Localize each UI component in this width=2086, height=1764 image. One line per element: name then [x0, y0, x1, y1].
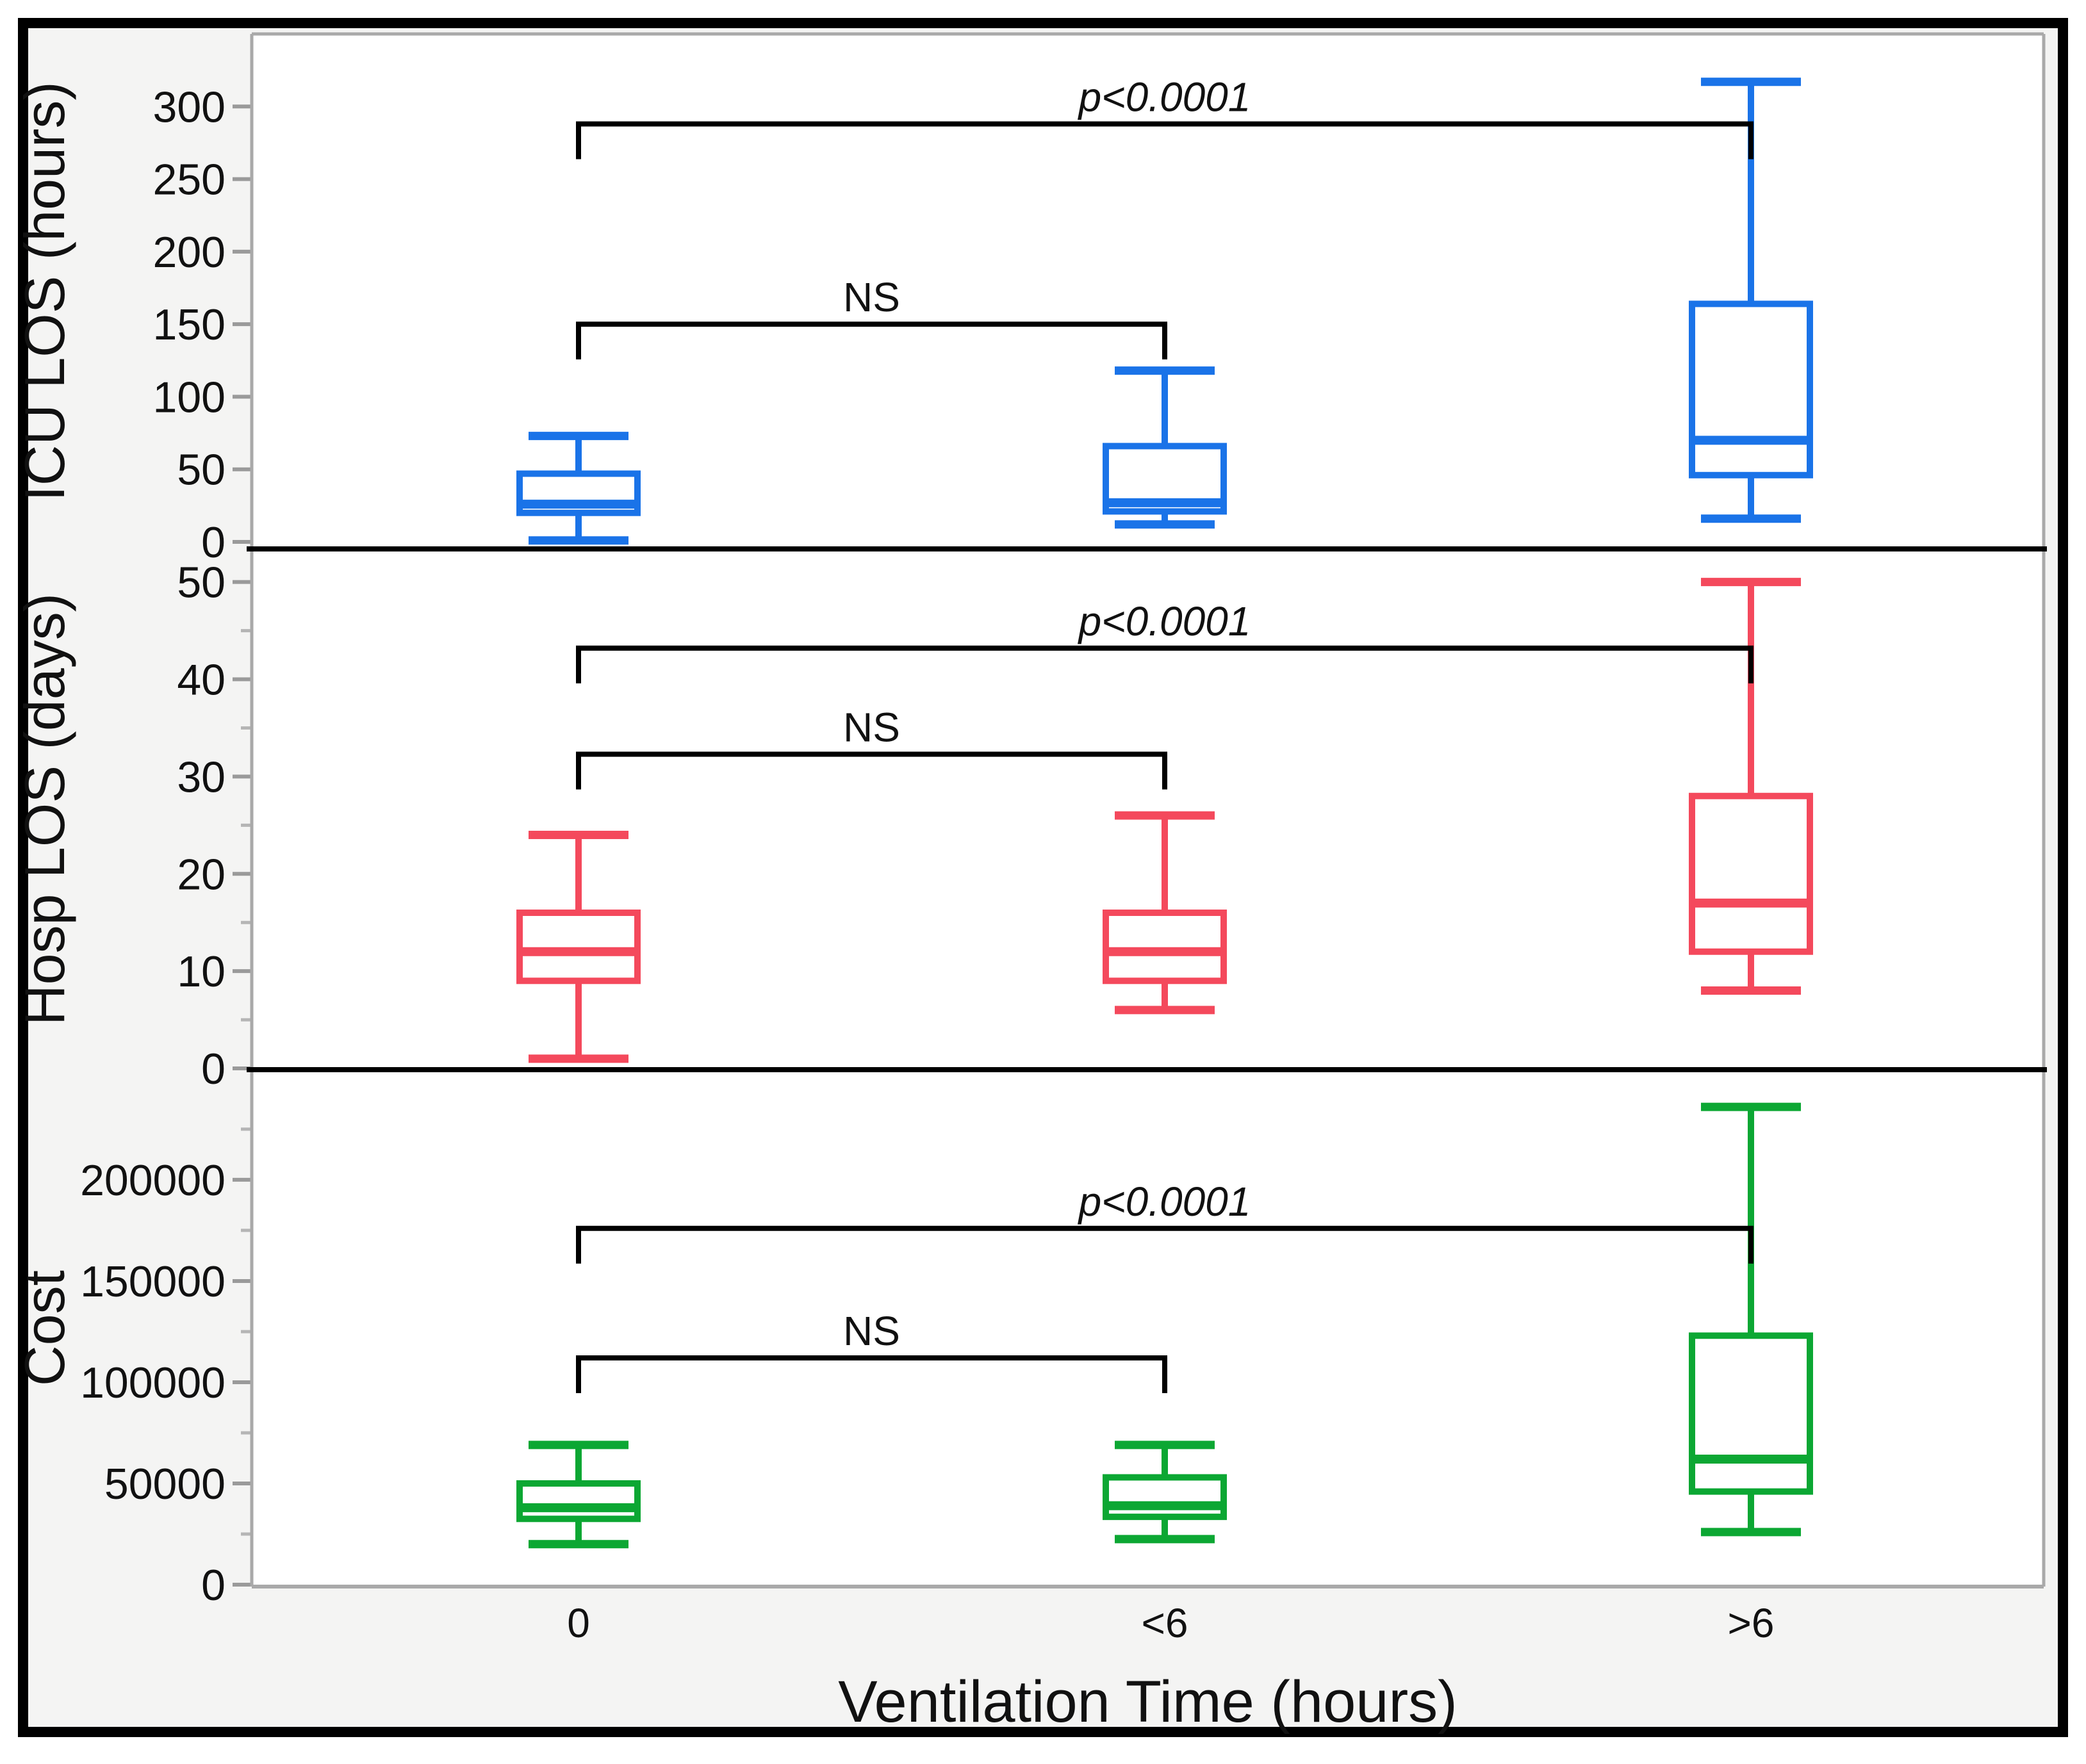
box-panel1-cat2 [1689, 578, 1813, 995]
y-tick-label: 0 [201, 518, 226, 567]
significance-bracket [576, 1355, 1167, 1394]
y-tick-label: 40 [177, 656, 226, 705]
box-panel1-cat0 [516, 831, 641, 1063]
x-axis-title: Ventilation Time (hours) [838, 1669, 1457, 1735]
y-tick-label: 20 [177, 850, 226, 899]
y-axis-title: Cost [13, 1270, 76, 1386]
y-tick-label: 0 [201, 1045, 226, 1093]
y-axis-title: ICU LOS (hours) [13, 81, 76, 501]
y-tick-label: 30 [177, 753, 226, 801]
y-tick-label: 250 [153, 156, 226, 204]
significance-bracket [576, 322, 1167, 360]
y-tick-label: 100 [153, 373, 226, 421]
panel-0: 0 50 100 150 200 250 300 ICU LOS (hours) NS p<0.0… [13, 74, 1813, 567]
significance-bracket [576, 645, 1753, 683]
iqr-box [1689, 300, 1813, 478]
box-panel0-cat2 [1689, 78, 1813, 523]
box-panel0-cat0 [516, 432, 641, 545]
iqr-box [1103, 443, 1227, 515]
y-tick-label: 50 [177, 446, 226, 494]
y-tick-label: 50000 [104, 1460, 226, 1508]
y-tick-label: 300 [153, 83, 226, 131]
y-tick-label: 50 [177, 559, 226, 607]
significance-bracket [576, 121, 1753, 159]
box-panel1-cat1 [1103, 811, 1227, 1015]
significance-label: p<0.0001 [1078, 1179, 1251, 1225]
y-tick-label: 100000 [80, 1359, 226, 1407]
y-tick-label: 200 [153, 228, 226, 277]
iqr-box [1689, 1332, 1813, 1495]
significance-label: NS [843, 1308, 900, 1354]
box-panel0-cat1 [1103, 366, 1227, 529]
iqr-box [516, 470, 641, 516]
y-tick-label: 150000 [80, 1257, 226, 1306]
y-tick-label: 200000 [80, 1156, 226, 1205]
plot-area [252, 34, 2044, 1587]
x-category-label: <6 [1142, 1600, 1188, 1646]
box-panel2-cat1 [1103, 1441, 1227, 1544]
significance-label: NS [843, 704, 900, 750]
x-category-label: 0 [567, 1600, 590, 1646]
iqr-box [1103, 1474, 1227, 1521]
significance-label: p<0.0001 [1078, 598, 1251, 644]
significance-label: NS [843, 274, 900, 320]
significance-bracket [576, 751, 1167, 790]
x-category-label: >6 [1728, 1600, 1775, 1646]
iqr-box [516, 910, 641, 984]
y-tick-label: 150 [153, 300, 226, 349]
significance-bracket [576, 1225, 1753, 1264]
y-axis-title: Hosp LOS (days) [13, 593, 76, 1025]
iqr-box [1103, 910, 1227, 984]
box-panel2-cat0 [516, 1441, 641, 1549]
box-panel2-cat2 [1689, 1102, 1813, 1537]
iqr-box [1689, 792, 1813, 955]
y-tick-label: 0 [201, 1561, 226, 1610]
significance-label: p<0.0001 [1078, 74, 1251, 120]
y-tick-label: 10 [177, 947, 226, 996]
iqr-box [516, 1480, 641, 1523]
